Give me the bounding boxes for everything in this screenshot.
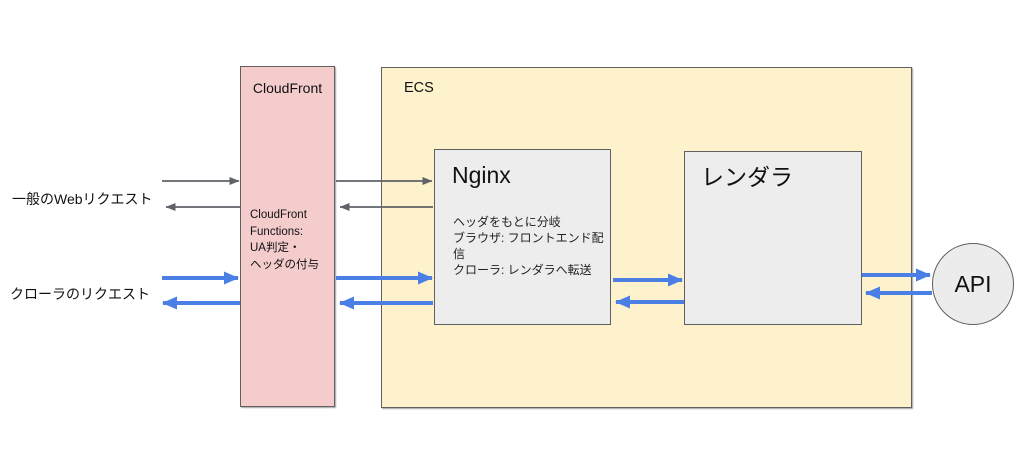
- renderer-title: レンダラ: [701, 164, 793, 190]
- crawler-request-label: クローラのリクエスト: [10, 286, 150, 302]
- nginx-routing-note: ヘッダをもとに分岐 ブラウザ: フロントエンド配信 クローラ: レンダラへ転送: [453, 214, 610, 278]
- nginx-note-line: ブラウザ: フロントエンド配信: [453, 231, 604, 261]
- cloudfront-box: CloudFront CloudFront Functions: UA判定・ ヘ…: [240, 66, 335, 407]
- nginx-title: Nginx: [452, 162, 511, 188]
- api-title: API: [954, 270, 992, 297]
- nginx-note-line: ヘッダをもとに分岐: [453, 215, 561, 229]
- cloudfront-note-line: UA判定・: [250, 242, 301, 254]
- cloudfront-note-line: Functions:: [250, 225, 304, 238]
- cloudfront-note-line: ヘッダの付与: [250, 258, 319, 271]
- nginx-note-line: クローラ: レンダラへ転送: [453, 263, 592, 277]
- ecs-title: ECS: [404, 80, 434, 96]
- cloudfront-title: CloudFront: [252, 80, 323, 96]
- api-circle-node: API: [932, 243, 1014, 325]
- renderer-box: レンダラ: [684, 151, 862, 325]
- nginx-box: Nginx ヘッダをもとに分岐 ブラウザ: フロントエンド配信 クローラ: レン…: [434, 149, 611, 325]
- cloudfront-note-line: CloudFront: [250, 209, 307, 221]
- cloudfront-functions-note: CloudFront Functions: UA判定・ ヘッダの付与: [250, 207, 319, 273]
- web-request-label: 一般のWebリクエスト: [12, 191, 153, 207]
